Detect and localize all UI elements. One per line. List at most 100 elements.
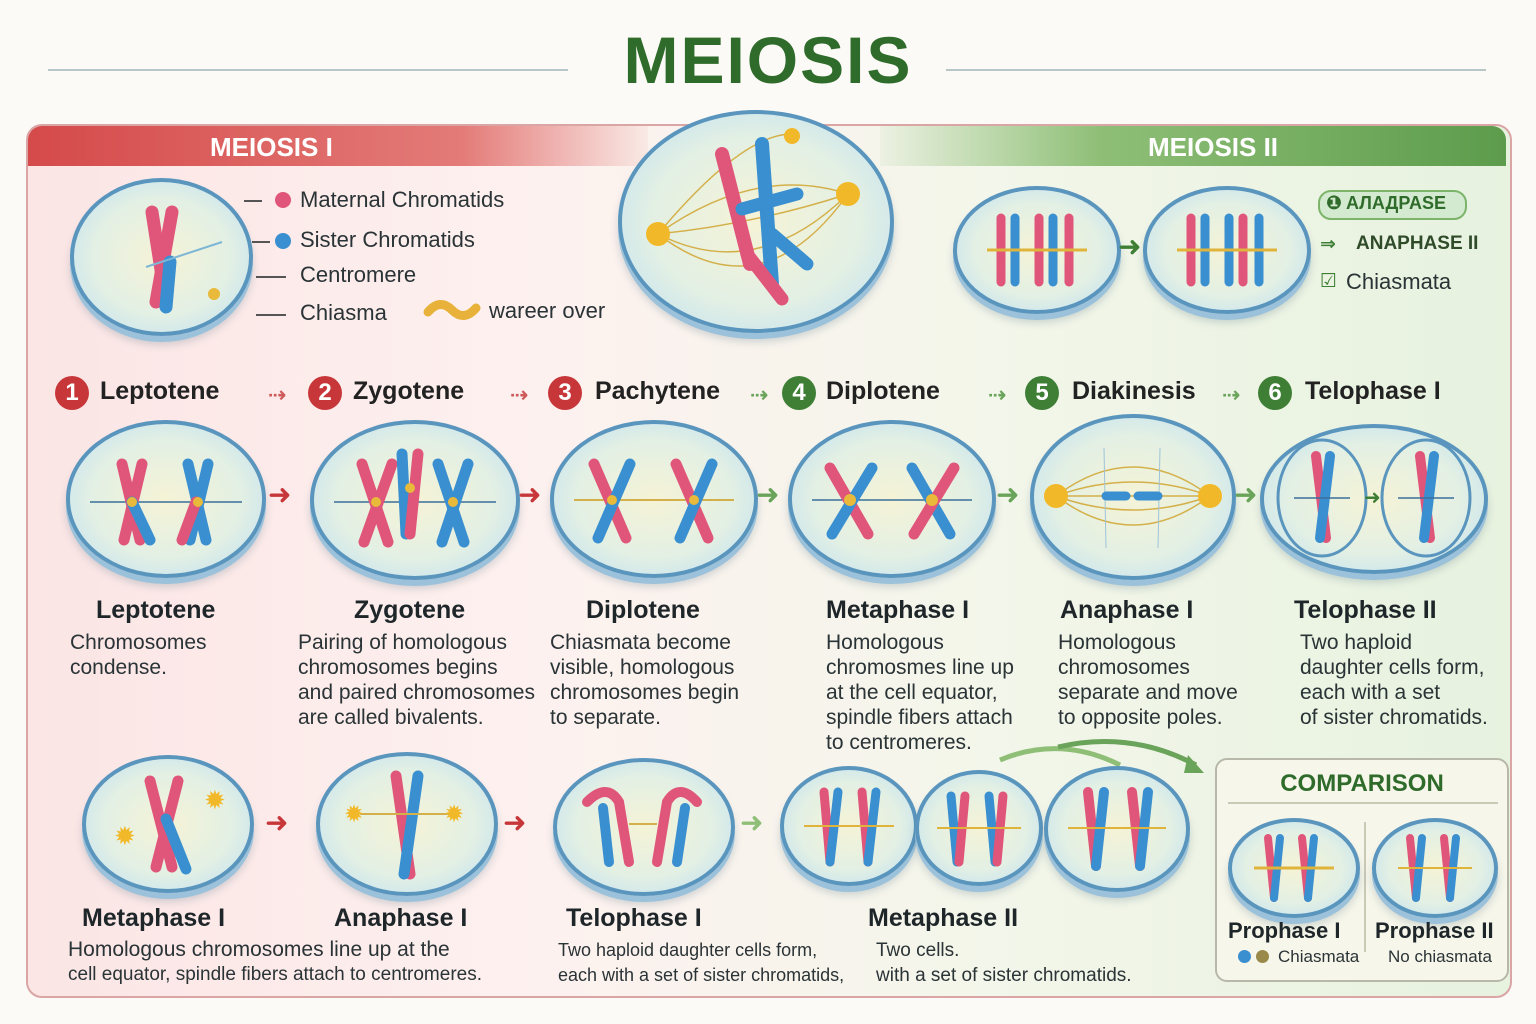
- svg-text:✹: ✹: [444, 801, 464, 828]
- caption-line: are called bivalents.: [298, 706, 484, 729]
- legend-sister: Sister Chromatids: [300, 227, 475, 252]
- caption-line: visible, homologous: [550, 656, 735, 679]
- caption-line: each with a set of sister chromatids,: [558, 965, 845, 985]
- arrow-right-icon: ➜: [996, 479, 1020, 510]
- stage-number-2: 2: [308, 376, 342, 410]
- cell-telophase-1: ➜: [1260, 424, 1488, 574]
- meiosis1-banner: [28, 126, 648, 166]
- caption-line: chromosomes begins: [298, 656, 498, 679]
- legend-chromosome-icon: [145, 205, 223, 314]
- caption-line: chromosomes: [1058, 656, 1190, 679]
- arrow-right-icon: ➜: [1118, 231, 1142, 262]
- arrow-right-icon: ➜: [265, 807, 289, 838]
- legend-chiasma: Chiasma: [300, 300, 387, 325]
- caption-title-telophase-1-row2: Telophase I: [566, 904, 702, 932]
- arrow-right-icon: ➜: [740, 807, 764, 838]
- cell-zygotene: [310, 420, 520, 580]
- arrow-right-icon: ⇢: [750, 382, 769, 407]
- caption-diplotene: Chiasmata become visible, homologous chr…: [550, 630, 739, 730]
- legend-leader: [252, 241, 270, 243]
- legend-cell: [70, 178, 253, 336]
- caption-line: condense.: [70, 656, 167, 679]
- caption-title-metaphase-2: Metaphase II: [868, 904, 1019, 932]
- cell-metaphase-2-b: [915, 770, 1043, 886]
- metaphase-2-a-chromosomes: [804, 787, 894, 867]
- cell-pachytene: [550, 420, 758, 578]
- cell-telophase-1-row2: [553, 758, 735, 896]
- stage-number-1: 1: [55, 376, 89, 410]
- meiosis2-chromosomes-1: [987, 213, 1087, 287]
- prophase-2-chromosomes: [1398, 834, 1472, 902]
- pachytene-chromosomes: [574, 458, 734, 544]
- caption-leptotene: Chromosomes condense.: [70, 630, 207, 680]
- caption-line: separate and move: [1058, 681, 1238, 704]
- stage-label-2: Zygotene: [353, 377, 465, 405]
- badge-pill: [1318, 190, 1467, 220]
- caption-line: cell equator, spindle fibers attach to c…: [68, 964, 483, 985]
- caption-line: Two haploid daughter cells form,: [558, 940, 818, 960]
- gold-dot-icon: [1256, 950, 1269, 963]
- metaphase-2-c-chromosomes: [1068, 787, 1166, 871]
- comparison-divider: [1228, 802, 1498, 804]
- caption-line: spindle fibers attach: [826, 706, 1013, 729]
- cell-prophase-2: [1372, 818, 1498, 918]
- caption-metaphase-1: Homologous chromosmes line up at the cel…: [826, 630, 1014, 755]
- arrow-badge-icon: ⇒: [1320, 234, 1336, 255]
- cell-metaphase-1-row2: ✹✹: [82, 755, 254, 893]
- metaphase-1-chromosomes: ✹✹: [114, 775, 226, 875]
- title-rule-left: [48, 69, 568, 71]
- caption-line: to centromeres.: [826, 731, 972, 754]
- legend-leader: [256, 314, 286, 316]
- cell-diplotene: [788, 420, 996, 578]
- caption-line: of sister chromatids.: [1300, 706, 1488, 729]
- comparison-left-title: Prophase I: [1228, 918, 1341, 943]
- arrow-right-icon: ⇢: [510, 382, 529, 407]
- page-title: MEIOSIS: [623, 23, 913, 97]
- cell-diakinesis: [1030, 414, 1236, 580]
- meiosis2-chromosomes-2: [1177, 213, 1277, 287]
- crossing-over-icon: [423, 300, 481, 320]
- comparison-title: COMPARISON: [1280, 770, 1444, 797]
- svg-text:✹: ✹: [344, 801, 364, 828]
- badge-chiasmata: Chiasmata: [1346, 269, 1452, 294]
- stage-number-3: 3: [548, 376, 582, 410]
- caption-telophase-2: Two haploid daughter cells form, each wi…: [1300, 630, 1488, 730]
- stage-label-5: Diakinesis: [1072, 377, 1196, 405]
- caption-line: Homologous: [1058, 631, 1176, 654]
- stage-number-4: 4: [782, 376, 816, 410]
- badge-check-icon: ❶: [1326, 193, 1343, 214]
- cell-prophase-1: [1228, 818, 1360, 918]
- stage-label-6: Telophase I: [1305, 377, 1441, 405]
- svg-text:✹: ✹: [204, 785, 226, 815]
- comparison-right-title: Prophase II: [1375, 918, 1494, 943]
- arrow-right-icon: ➜: [756, 479, 780, 510]
- zygotene-chromosomes: [334, 448, 496, 548]
- caption-title-metaphase-1: Metaphase I: [826, 596, 970, 624]
- caption-line: chromosmes line up: [826, 656, 1014, 679]
- arrow-right-icon: ⇢: [988, 382, 1007, 407]
- caption-title-zygotene: Zygotene: [354, 596, 466, 624]
- spindle-diagram: [646, 128, 860, 306]
- prophase-1-chromosomes: [1254, 834, 1334, 902]
- meiosis2-cell-2: [1143, 186, 1311, 314]
- badge-anaphase2: ANAPHASE II: [1356, 233, 1479, 254]
- arrow-right-icon: ⇢: [268, 382, 287, 407]
- meiosis2-cell-1: [953, 186, 1121, 314]
- anaphase-1-chromosomes: ✹✹: [344, 770, 464, 880]
- arrow-right-icon: ➜: [268, 479, 292, 510]
- stage-label-4: Diplotene: [826, 377, 940, 405]
- sister-dot-icon: [275, 233, 291, 249]
- caption-zygotene: Pairing of homologous chromosomes begins…: [298, 630, 535, 730]
- meiosis2-heading: MEIOSIS II: [1148, 132, 1279, 162]
- caption-title-anaphase-1-row2: Anaphase I: [334, 904, 468, 932]
- leptotene-chromosomes: [90, 458, 242, 546]
- svg-text:✹: ✹: [114, 821, 136, 851]
- telophase-1-chromosomes: ➜: [1276, 438, 1472, 558]
- caption-title-metaphase-1-row2: Metaphase I: [82, 904, 226, 932]
- check-icon: ☑: [1320, 271, 1338, 292]
- caption-anaphase-1: Homologous chromosomes separate and move…: [1058, 630, 1238, 730]
- caption-title-diplotene: Diplotene: [586, 596, 700, 624]
- stage-number-6: 6: [1258, 376, 1292, 410]
- caption-line: to opposite poles.: [1058, 706, 1223, 729]
- svg-text:➜: ➜: [1364, 487, 1381, 509]
